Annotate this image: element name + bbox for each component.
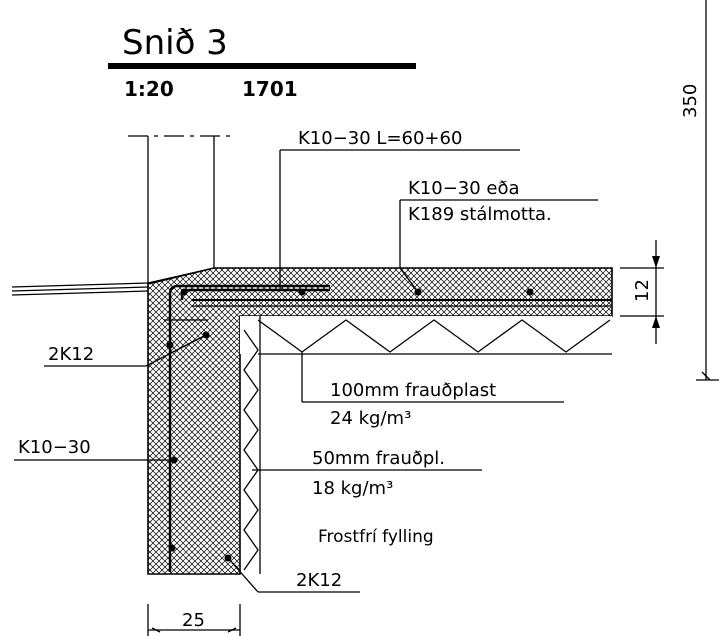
leader-mesh [399,199,598,293]
leader-insulation-100 [301,352,564,403]
dimension-wall-width [147,604,241,636]
label-insulation-100-line1: 100mm frauðplast [330,380,496,401]
dimension-slab-thickness [620,240,664,344]
label-left-upper: 2K12 [48,344,94,365]
dimension-height-value: 350 [680,84,701,118]
leader-top-bar [279,149,520,290]
wall-centreline [128,135,230,284]
label-mesh-line2: K189 stálmotta. [408,204,552,225]
dimension-slab-thickness-value: 12 [632,279,653,302]
label-mesh-line1: K10−30 eða [408,178,520,199]
label-top-bar: K10−30 L=60+60 [298,128,462,149]
insulation-50mm [243,316,261,574]
label-insulation-100-line2: 24 kg/m³ [330,408,411,429]
label-insulation-50-line1: 50mm frauðpl. [312,448,445,469]
drawing-scale: 1:20 [124,77,174,101]
dimension-wall-width-value: 25 [182,610,205,631]
dimension-height [696,0,719,381]
label-bottom-rebar: 2K12 [296,570,342,591]
label-insulation-50-line2: 18 kg/m³ [312,478,393,499]
leader-left-upper [44,334,207,367]
label-fill: Frostfrí fylling [318,527,434,547]
drawing-number: 1701 [242,77,298,101]
leader-bottom-rebar [227,557,360,593]
drawing-title: Snið 3 [122,23,228,63]
insulation-100mm [240,316,612,355]
label-left-lower: K10−30 [18,437,91,458]
